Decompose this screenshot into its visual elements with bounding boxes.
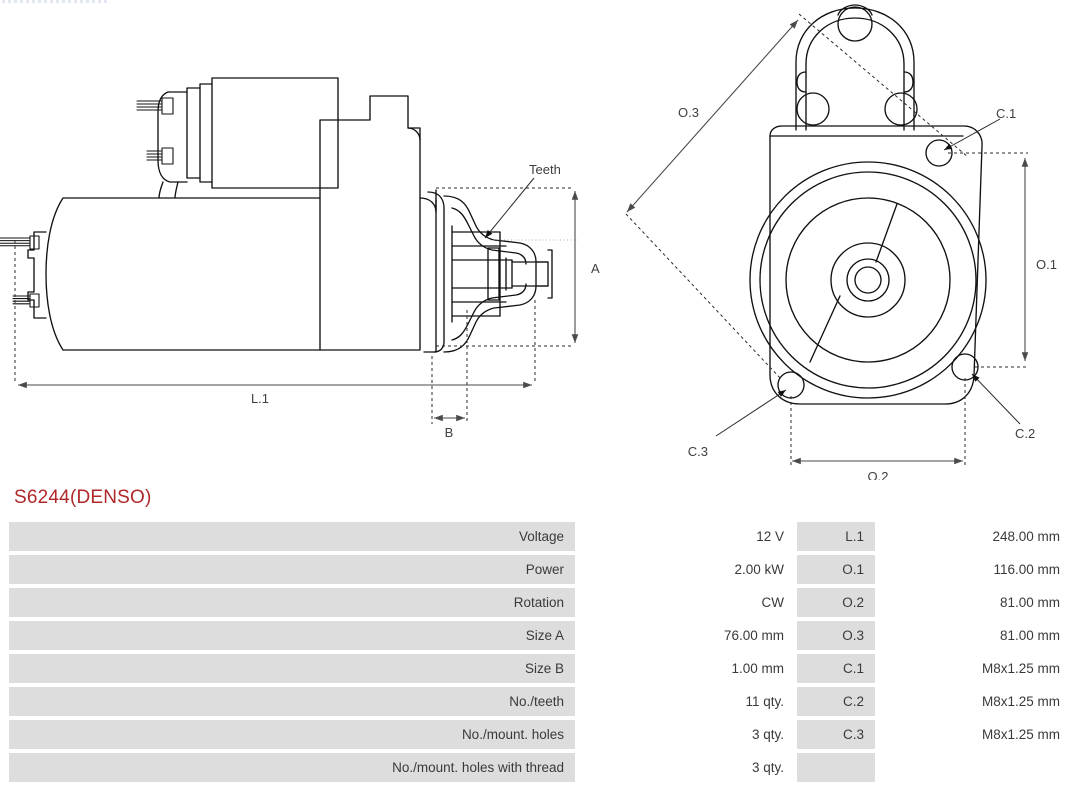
spec-value: 2.00 kW <box>576 554 796 585</box>
table-row: Size A 76.00 mm O.3 81.00 mm <box>8 620 1072 651</box>
spec-code: C.3 <box>796 719 876 750</box>
dimension-o2-label: O.2 <box>868 469 889 480</box>
spec-code: C.2 <box>796 686 876 717</box>
spec-code-value: M8x1.25 mm <box>876 686 1072 717</box>
spec-label: No./mount. holes <box>8 719 576 750</box>
spec-code: L.1 <box>796 521 876 552</box>
dimension-o1: O.1 <box>1021 158 1057 361</box>
spec-value: 1.00 mm <box>576 653 796 684</box>
spec-code-value-empty <box>876 752 1072 783</box>
technical-drawings: L.1 B A Teeth <box>0 4 1057 480</box>
table-row: Rotation CW O.2 81.00 mm <box>8 587 1072 618</box>
spec-label: Size B <box>8 653 576 684</box>
spec-value: 11 qty. <box>576 686 796 717</box>
spec-code-value: 116.00 mm <box>876 554 1072 585</box>
specifications-table: Voltage 12 V L.1 248.00 mm Power 2.00 kW… <box>8 519 1072 785</box>
spec-code-value: 81.00 mm <box>876 620 1072 651</box>
dimension-l1-label: L.1 <box>251 391 269 406</box>
dimension-o1-label: O.1 <box>1036 257 1057 272</box>
spec-table-body: Voltage 12 V L.1 248.00 mm Power 2.00 kW… <box>8 521 1072 783</box>
dimension-l1: L.1 <box>18 381 532 406</box>
spec-value: CW <box>576 587 796 618</box>
top-edge-artifact <box>2 0 110 3</box>
callout-c1: C.1 <box>943 106 1016 151</box>
spec-value: 3 qty. <box>576 719 796 750</box>
table-row: No./mount. holes with thread 3 qty. <box>8 752 1072 783</box>
callout-teeth-label: Teeth <box>529 162 561 177</box>
callout-c1-label: C.1 <box>996 106 1016 121</box>
dimension-o3-label: O.3 <box>678 105 699 120</box>
callout-c3: C.3 <box>688 389 787 459</box>
spec-label: No./teeth <box>8 686 576 717</box>
spec-code-value: M8x1.25 mm <box>876 719 1072 750</box>
dimension-o2: O.2 <box>792 457 963 480</box>
table-row: Size B 1.00 mm C.1 M8x1.25 mm <box>8 653 1072 684</box>
spec-code: O.2 <box>796 587 876 618</box>
spec-value: 12 V <box>576 521 796 552</box>
spec-code-value: 81.00 mm <box>876 587 1072 618</box>
dimension-o3: O.3 <box>626 19 799 213</box>
table-row: Voltage 12 V L.1 248.00 mm <box>8 521 1072 552</box>
dimension-a-label: A <box>591 261 600 276</box>
spec-code-value: M8x1.25 mm <box>876 653 1072 684</box>
spec-label: Power <box>8 554 576 585</box>
spec-code: O.1 <box>796 554 876 585</box>
page-title: S6244(DENSO) <box>14 487 152 508</box>
spec-code: C.1 <box>796 653 876 684</box>
spec-label: Voltage <box>8 521 576 552</box>
spec-value: 3 qty. <box>576 752 796 783</box>
table-row: Power 2.00 kW O.1 116.00 mm <box>8 554 1072 585</box>
spec-label: Rotation <box>8 587 576 618</box>
table-row: No./mount. holes 3 qty. C.3 M8x1.25 mm <box>8 719 1072 750</box>
table-row: No./teeth 11 qty. C.2 M8x1.25 mm <box>8 686 1072 717</box>
dimension-a: A <box>571 191 600 343</box>
callout-c3-label: C.3 <box>688 444 708 459</box>
callout-c2-label: C.2 <box>1015 426 1035 441</box>
dimension-b-label: B <box>445 425 454 440</box>
spec-label: No./mount. holes with thread <box>8 752 576 783</box>
callout-teeth: Teeth <box>484 162 561 239</box>
spec-code-value: 248.00 mm <box>876 521 1072 552</box>
spec-code: O.3 <box>796 620 876 651</box>
spec-code-empty <box>796 752 876 783</box>
spec-value: 76.00 mm <box>576 620 796 651</box>
callout-c2: C.2 <box>971 373 1035 441</box>
spec-label: Size A <box>8 620 576 651</box>
dimension-b: B <box>434 414 465 440</box>
